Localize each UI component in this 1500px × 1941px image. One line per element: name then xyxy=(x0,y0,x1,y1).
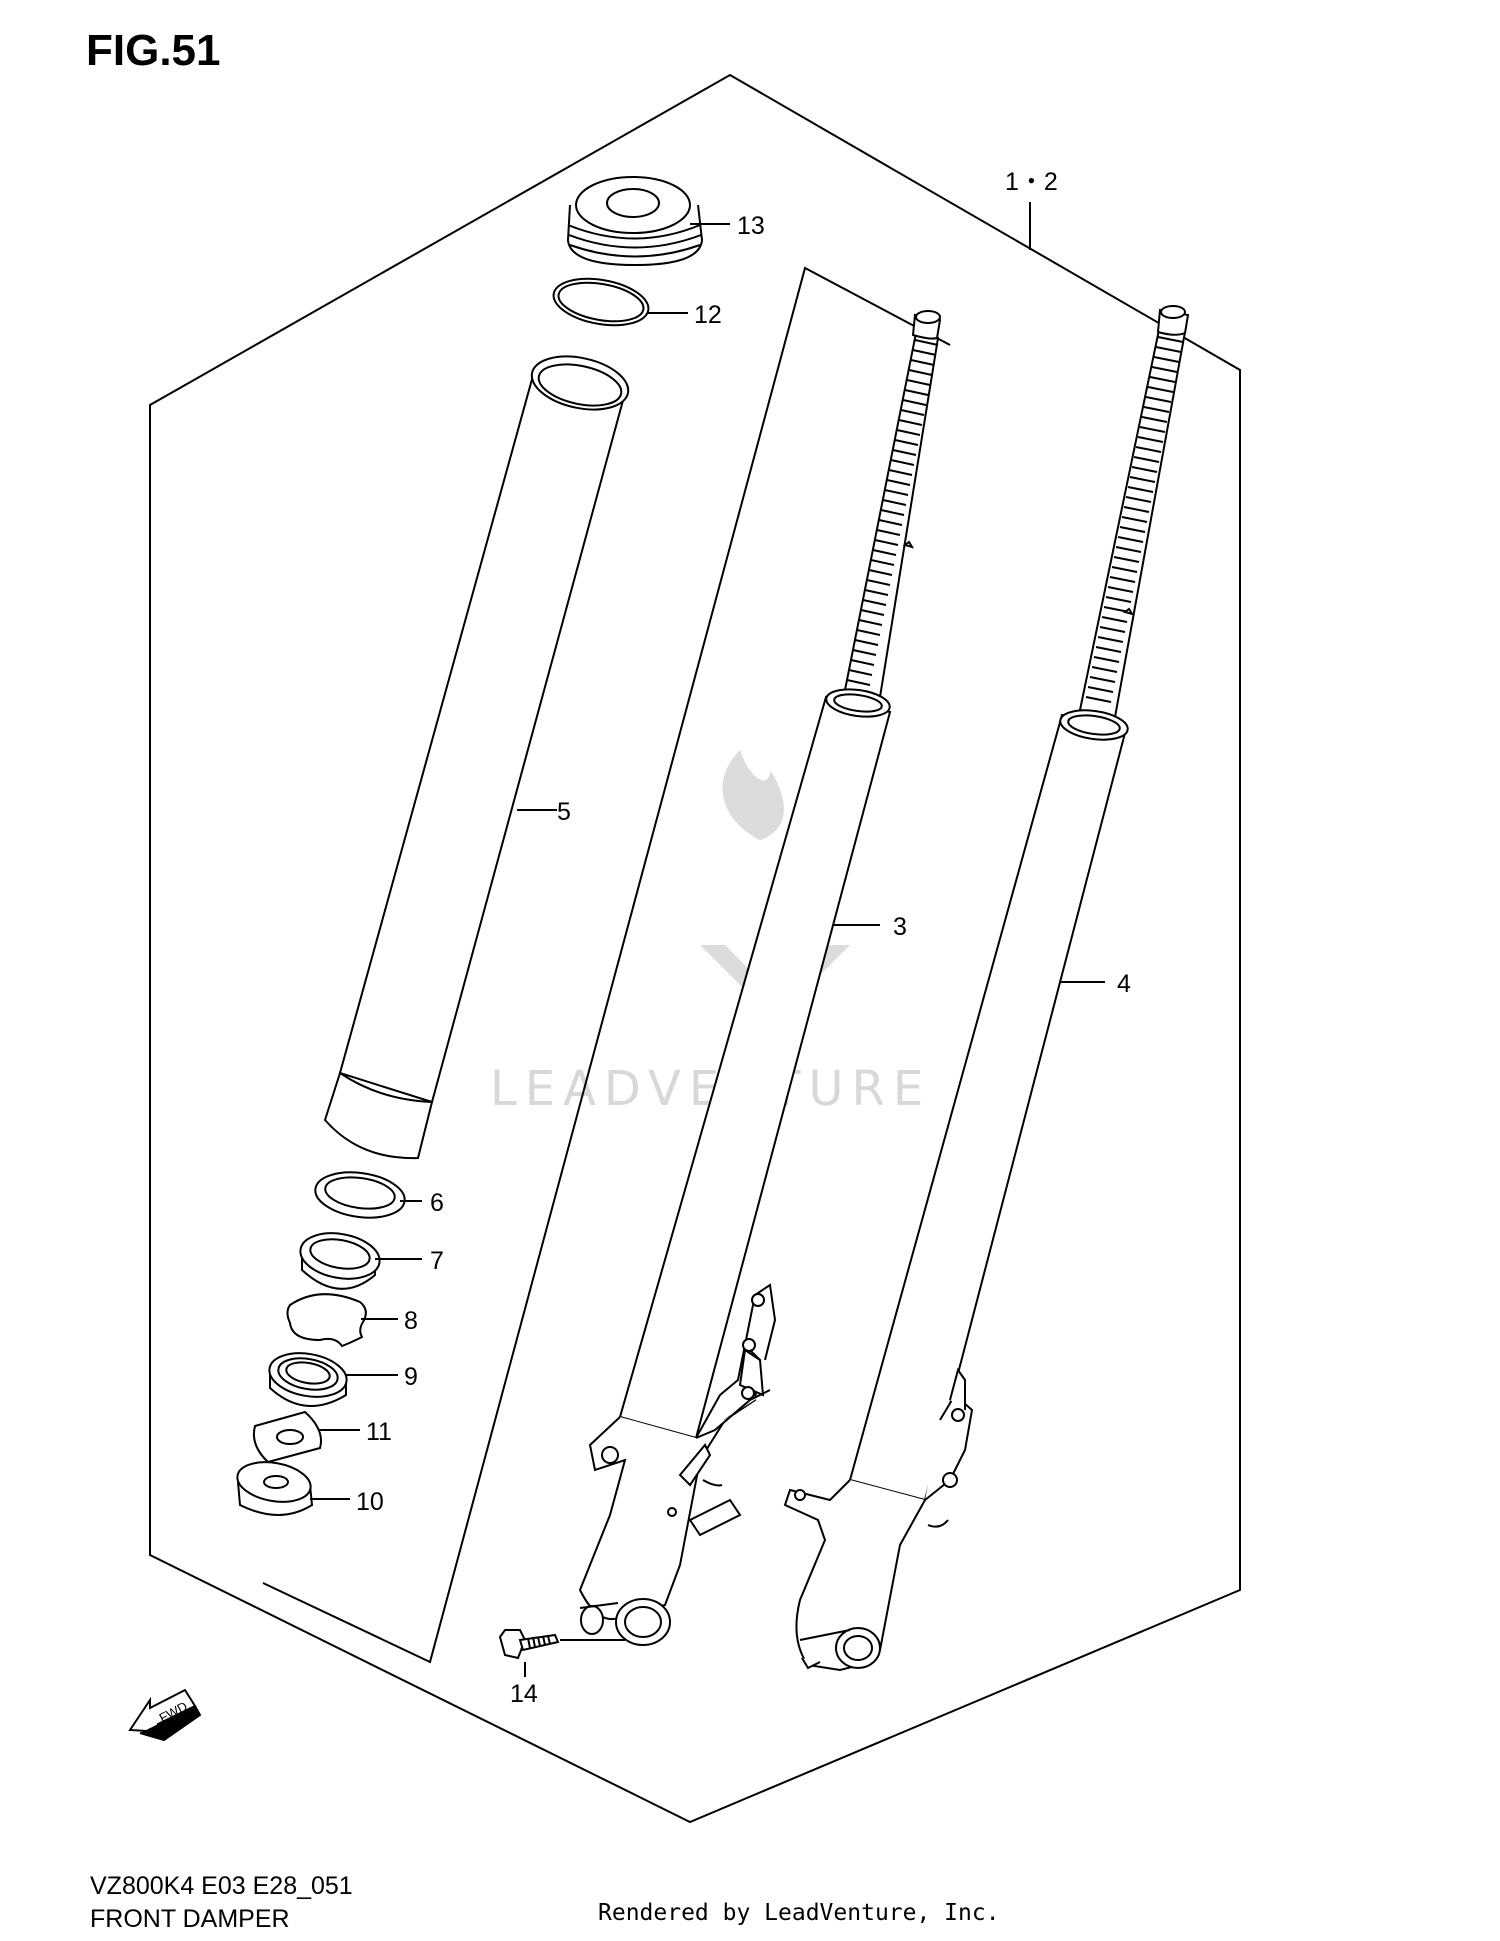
fwd-arrow-icon: FWD xyxy=(128,1688,202,1742)
callout-11: 11 xyxy=(366,1418,392,1446)
watermark-text: LEADVENTURE xyxy=(490,1061,931,1117)
callout-3: 3 xyxy=(893,913,907,941)
model-code: VZ800K4 E03 E28_051 xyxy=(90,1872,353,1900)
callout-4: 4 xyxy=(1117,970,1131,998)
plate-11 xyxy=(252,1410,322,1464)
oil-seal-9 xyxy=(268,1352,348,1407)
figure-title: FIG.51 xyxy=(86,26,221,75)
right-fork-3 xyxy=(578,310,942,1646)
kit-frame xyxy=(262,266,951,1664)
left-fork-4 xyxy=(783,305,1190,1672)
callout-12: 12 xyxy=(694,301,722,329)
ring-6 xyxy=(314,1171,406,1219)
assembly-frame xyxy=(149,73,1241,1824)
callout-9: 9 xyxy=(404,1363,418,1391)
callout-14: 14 xyxy=(510,1680,538,1708)
callout-5: 5 xyxy=(557,798,571,826)
dust-seal-7 xyxy=(299,1232,381,1290)
callout-6: 6 xyxy=(430,1189,444,1217)
washer-10 xyxy=(236,1461,314,1516)
callout-1-2: 1・2 xyxy=(1005,168,1058,196)
callout-7: 7 xyxy=(430,1247,444,1275)
cap-bolt-13 xyxy=(566,176,704,267)
bolt-14 xyxy=(498,1629,560,1660)
o-ring-12 xyxy=(552,277,650,327)
callout-10: 10 xyxy=(356,1488,384,1516)
leader-lines xyxy=(310,202,1105,1677)
callout-8: 8 xyxy=(404,1307,418,1335)
stopper-ring-8 xyxy=(286,1293,367,1348)
outer-tube-5 xyxy=(323,355,630,1160)
callout-13: 13 xyxy=(737,212,765,240)
render-credit: Rendered by LeadVenture, Inc. xyxy=(598,1900,1000,1926)
section-name: FRONT DAMPER xyxy=(90,1905,290,1933)
